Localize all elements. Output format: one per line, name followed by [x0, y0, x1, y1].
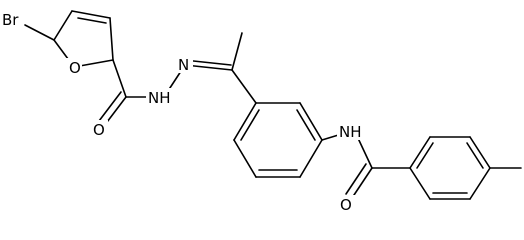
bond-ring2-1	[409, 136, 431, 169]
bond-c5-br	[24, 24, 55, 41]
molecule-structure: Br O O NH N NH O	[2, 10, 522, 214]
bond-c5-c4	[53, 10, 73, 41]
bond-c3-c2	[109, 17, 114, 61]
atom-o-amide2-label: O	[340, 196, 352, 214]
bond-ring1-6-inner	[240, 109, 260, 141]
bond-ring2-4	[469, 167, 491, 200]
bond-ring1-5	[233, 139, 257, 178]
bond-ring1-3	[299, 139, 323, 178]
bond-ring1-2	[299, 102, 323, 141]
bond-imine-ring	[231, 69, 257, 104]
bond-ring2-1-inner	[416, 142, 434, 169]
bond-imine-methyl	[231, 32, 243, 71]
bond-c4-c3	[71, 10, 111, 19]
bond-c3-c4-inner	[77, 17, 107, 24]
bond-ring1-6	[233, 102, 257, 141]
bond-nh-carbonyl	[356, 135, 373, 169]
bond-c2-carbonyl	[112, 59, 127, 98]
bond-ring1-2-inner	[296, 109, 316, 141]
bond-carbonyl-o1-double	[98, 91, 122, 122]
atom-o-furan-label: O	[69, 59, 81, 77]
atom-o-amide1-label: O	[93, 121, 105, 139]
bond-ring2-6	[409, 167, 431, 200]
bond-ring2-3-inner	[466, 142, 484, 169]
atom-n-hydrazone-label: N	[178, 56, 189, 74]
bond-carbonyl2-o2-double	[345, 163, 367, 195]
atom-nh-amide-label: NH	[339, 123, 362, 141]
atom-br-label: Br	[2, 11, 19, 29]
bond-carbonyl2-o2	[351, 167, 373, 199]
bond-ring2-3	[469, 136, 491, 169]
atom-nh-hydrazide-label: NH	[148, 89, 171, 107]
